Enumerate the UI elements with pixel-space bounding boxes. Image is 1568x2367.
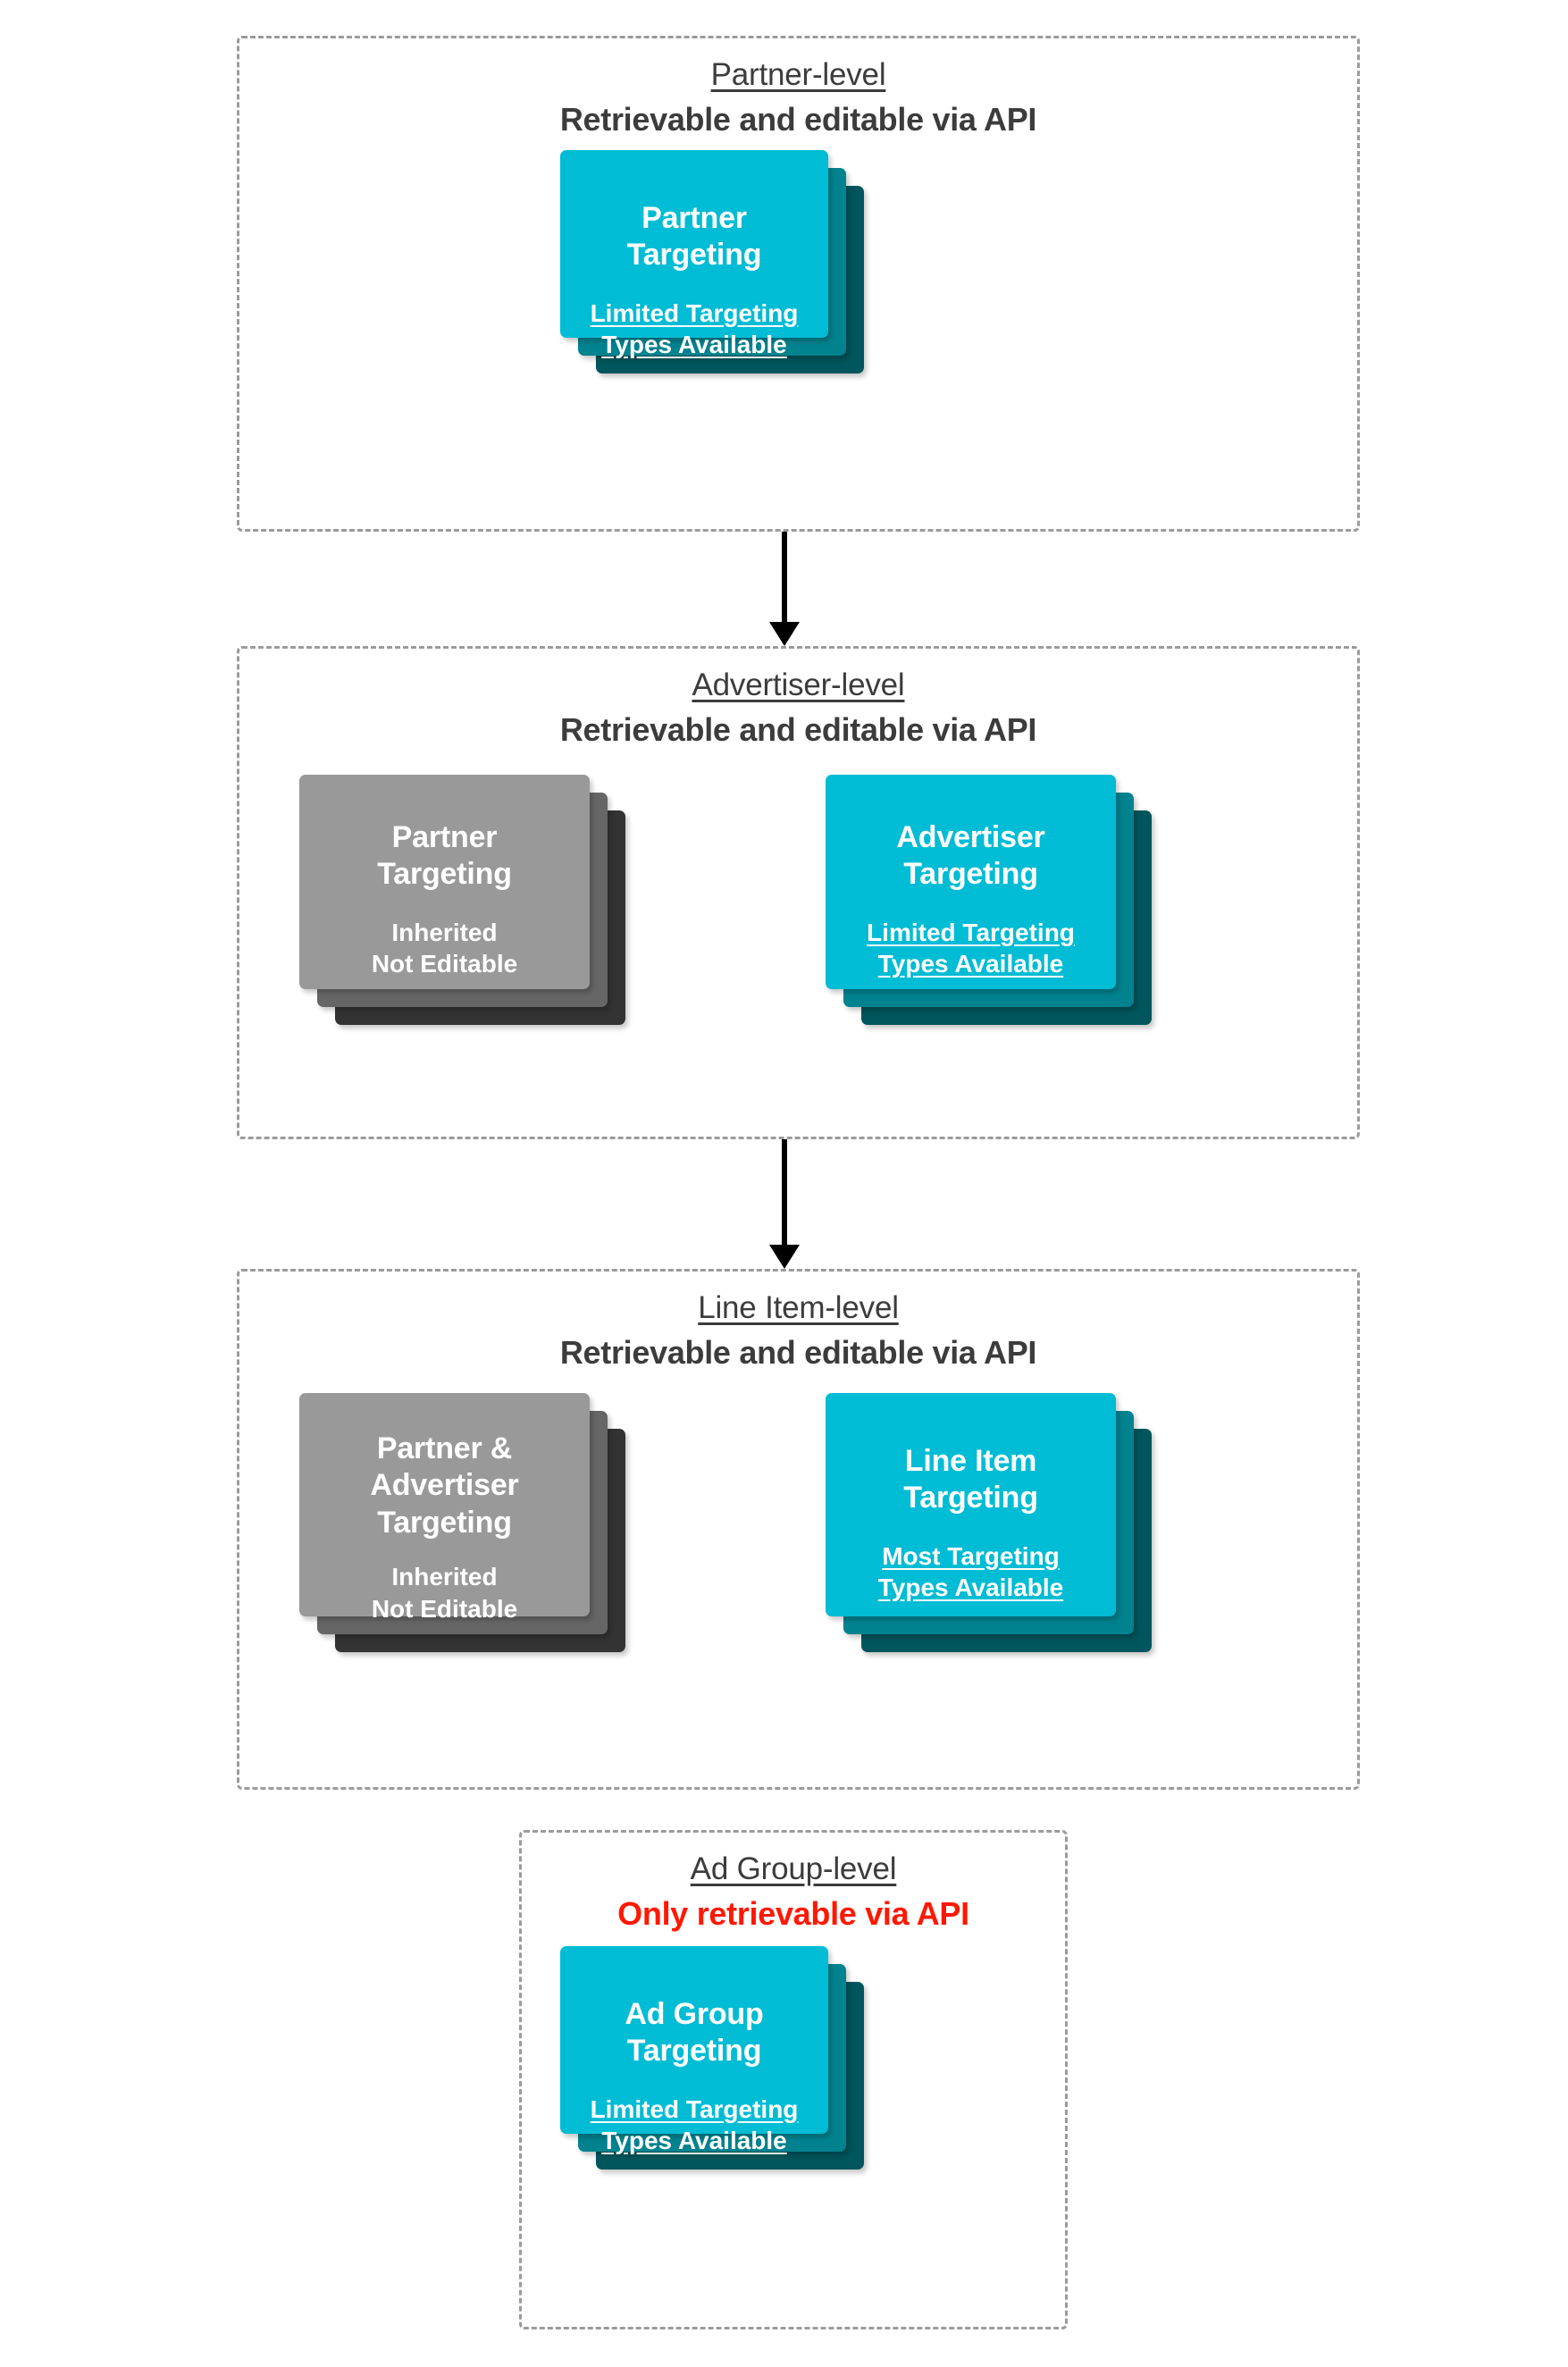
card-content: Ad Group Targeting Limited Targeting Typ…: [560, 1946, 828, 2154]
card-advertiser-targeting[interactable]: Advertiser Targeting Limited Targeting T…: [826, 775, 1116, 989]
card-content: Partner & Advertiser Targeting Inherited…: [299, 1393, 590, 1623]
card-stack-advertiser-targeting: Advertiser Targeting Limited Targeting T…: [826, 775, 1152, 1025]
arrow-head-icon: [768, 1245, 800, 1269]
card-title: Partner & Advertiser Targeting: [370, 1431, 519, 1540]
card-title: Partner Targeting: [626, 201, 762, 273]
card-stack-partner-targeting: Partner Targeting Limited Targeting Type…: [560, 150, 864, 374]
level-heading-advertiser: Advertiser-level Retrievable and editabl…: [239, 667, 1357, 749]
level-api-note-advertiser: Retrievable and editable via API: [559, 711, 1037, 749]
card-partner-targeting-inherited[interactable]: Partner Targeting Inherited Not Editable: [299, 775, 590, 989]
card-stack-line-item-targeting: Line Item Targeting Most Targeting Types…: [826, 1393, 1152, 1652]
card-line-item-targeting[interactable]: Line Item Targeting Most Targeting Types…: [826, 1393, 1116, 1616]
level-box-advertiser: Advertiser-level Retrievable and editabl…: [237, 646, 1360, 1139]
card-subtitle: Inherited Not Editable: [371, 1563, 518, 1623]
level-box-ad-group: Ad Group-level Only retrievable via API …: [519, 1830, 1068, 2329]
level-heading-partner: Partner-level Retrievable and editable v…: [239, 56, 1357, 138]
arrow-shaft: [781, 1139, 787, 1246]
level-heading-line-item: Line Item-level Retrievable and editable…: [239, 1289, 1357, 1372]
card-subtitle: Inherited Not Editable: [371, 918, 518, 978]
card-content: Partner Targeting Limited Targeting Type…: [560, 150, 828, 358]
level-box-line-item: Line Item-level Retrievable and editable…: [237, 1269, 1360, 1790]
card-stack-line-item-inherited: Partner & Advertiser Targeting Inherited…: [299, 1393, 625, 1652]
level-api-note-line-item: Retrievable and editable via API: [559, 1334, 1037, 1372]
level-title-line-item: Line Item-level: [698, 1290, 899, 1325]
card-stack-advertiser-inherited: Partner Targeting Inherited Not Editable: [299, 775, 625, 1025]
card-title: Advertiser Targeting: [896, 820, 1045, 892]
card-partner-targeting[interactable]: Partner Targeting Limited Targeting Type…: [560, 150, 828, 358]
level-api-note-ad-group: Only retrievable via API: [617, 1895, 969, 1933]
level-title-partner: Partner-level: [710, 57, 886, 92]
arrow-head-icon: [768, 622, 800, 646]
card-stack-ad-group-targeting: Ad Group Targeting Limited Targeting Typ…: [560, 1946, 864, 2170]
level-title-ad-group: Ad Group-level: [690, 1851, 897, 1886]
card-ad-group-targeting[interactable]: Ad Group Targeting Limited Targeting Typ…: [560, 1946, 828, 2154]
card-subtitle: Limited Targeting Types Available: [867, 918, 1075, 978]
level-api-note-partner: Retrievable and editable via API: [559, 101, 1037, 138]
level-box-partner: Partner-level Retrievable and editable v…: [237, 36, 1360, 532]
card-title: Partner Targeting: [377, 820, 512, 892]
card-content: Line Item Targeting Most Targeting Types…: [826, 1393, 1116, 1616]
card-title: Ad Group Targeting: [625, 1997, 764, 2069]
arrow-shaft: [781, 532, 787, 624]
card-content: Advertiser Targeting Limited Targeting T…: [826, 775, 1116, 989]
card-title: Line Item Targeting: [903, 1444, 1038, 1515]
level-title-advertiser: Advertiser-level: [692, 667, 905, 702]
card-content: Partner Targeting Inherited Not Editable: [299, 775, 590, 989]
level-heading-ad-group: Ad Group-level Only retrievable via API: [522, 1851, 1065, 1933]
card-partner-advertiser-targeting-inherited[interactable]: Partner & Advertiser Targeting Inherited…: [299, 1393, 590, 1623]
card-subtitle: Most Targeting Types Available: [877, 1541, 1064, 1602]
